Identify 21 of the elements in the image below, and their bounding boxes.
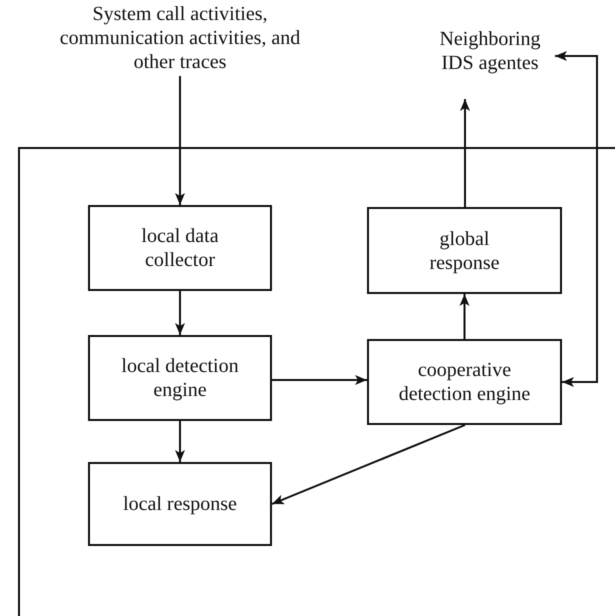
process-box [88, 205, 272, 291]
box-label: local data collector [140, 224, 220, 272]
box-label: global response [428, 226, 500, 274]
box-label: cooperative detection engine [398, 358, 532, 406]
process-box [367, 207, 562, 294]
arrow [175, 421, 185, 462]
arrow [175, 291, 185, 335]
arrow [175, 76, 185, 205]
arrow [272, 375, 367, 385]
process-box [88, 335, 272, 421]
process-box [367, 339, 562, 425]
arrow [555, 51, 598, 387]
box-label: local detection engine [120, 354, 240, 402]
arrow [460, 294, 470, 339]
annotation-text: Neighboring IDS agentes [438, 27, 542, 75]
arrow [272, 424, 466, 505]
system-boundary [18, 147, 615, 616]
box-label: local response [123, 492, 237, 516]
arrow [460, 99, 470, 207]
annotation-text: System call activities, communication activities, and other traces [58, 2, 302, 74]
process-box [88, 462, 272, 546]
